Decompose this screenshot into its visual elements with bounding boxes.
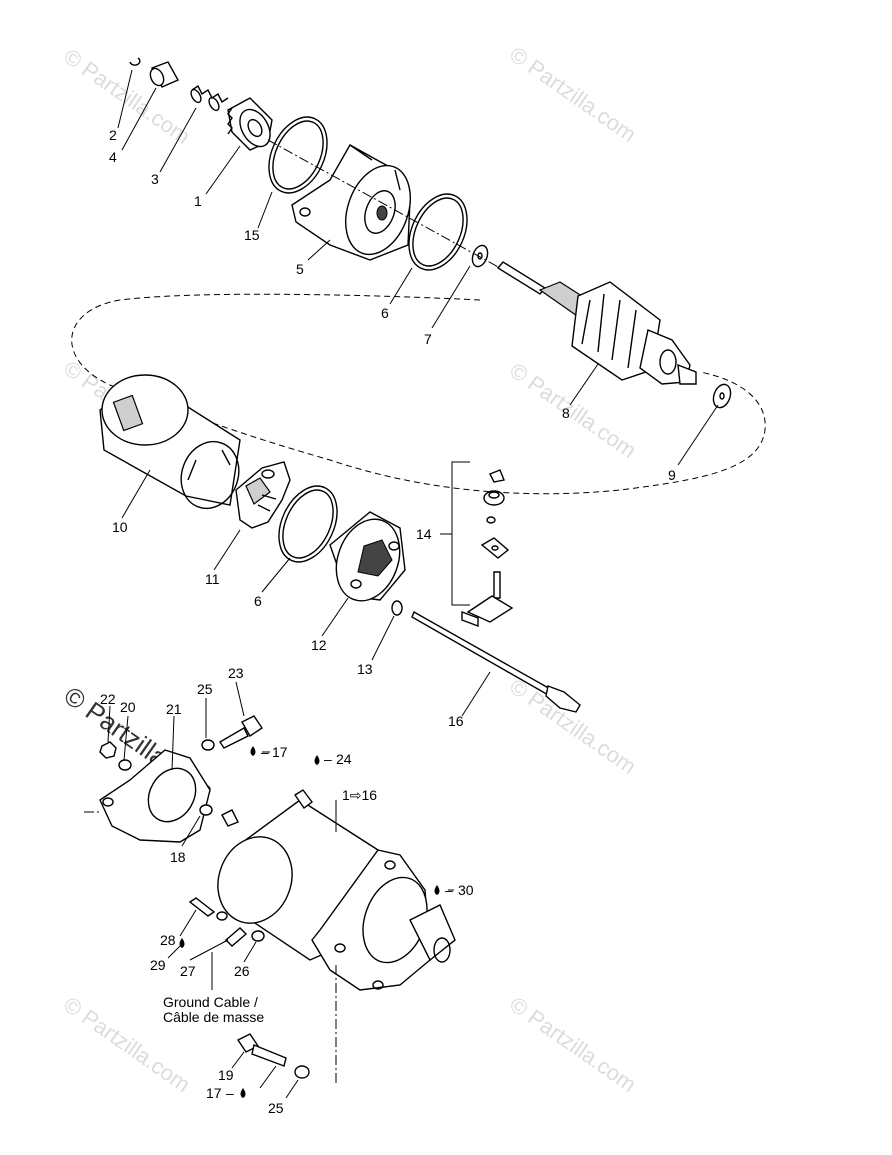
part-label: 13 xyxy=(357,661,373,677)
part-label: 21 xyxy=(166,701,182,717)
part-label: 6 xyxy=(381,305,389,321)
washer-shape xyxy=(199,804,213,816)
part-label: 10 xyxy=(112,519,128,535)
grease-drop-icon xyxy=(179,938,185,948)
clip-ring-shape xyxy=(129,57,141,66)
dash-separator: – xyxy=(445,882,453,898)
part-label: 2 xyxy=(109,127,117,143)
grease-drop-icon xyxy=(314,755,320,765)
part-label: 4 xyxy=(109,149,117,165)
yoke-assembly xyxy=(99,374,581,713)
part-label: 1 xyxy=(194,193,202,209)
part-label: 24 xyxy=(336,751,352,767)
part-label: 9 xyxy=(668,467,676,483)
lock-washer-shape xyxy=(251,930,265,942)
grease-drop-icon xyxy=(240,1088,246,1098)
bolt-shape xyxy=(219,715,263,749)
watermark: © Partzilla.com xyxy=(59,44,195,150)
washer-shape xyxy=(201,739,215,751)
part-label: 25 xyxy=(197,681,213,697)
leader-lines xyxy=(107,69,719,1099)
terminal-kit-shape xyxy=(440,461,514,628)
end-cap-shape xyxy=(329,511,406,602)
brush-plate-shape xyxy=(235,461,291,529)
dash-separator: – xyxy=(261,744,269,760)
part-label: 5 xyxy=(296,261,304,277)
washer-shape xyxy=(712,383,732,409)
part-label: 16 xyxy=(448,713,464,729)
bolt-shape xyxy=(188,897,216,917)
part-label: 15 xyxy=(244,227,260,243)
drive-assembly xyxy=(129,57,732,409)
spring-shape xyxy=(190,84,229,112)
washer-shape xyxy=(471,244,489,268)
o-ring-shape xyxy=(278,485,338,563)
ground-cable-label-en: Ground Cable / xyxy=(163,994,258,1010)
ground-cable-caption: Ground Cable / Câble de masse xyxy=(163,994,264,1025)
watermark: © Partzilla.com xyxy=(505,674,641,780)
part-label: 30 xyxy=(458,882,474,898)
part-label: 25 xyxy=(268,1100,284,1116)
nut-shape xyxy=(99,741,117,759)
part-label: 17 xyxy=(272,744,288,760)
dash-separator: – xyxy=(226,1085,234,1101)
collar-shape xyxy=(149,61,179,88)
part-label: 14 xyxy=(416,526,432,542)
armature-shape xyxy=(496,261,697,385)
part-label: 20 xyxy=(120,699,136,715)
small-o-ring-shape xyxy=(391,600,403,616)
washer-shape xyxy=(118,759,132,771)
grease-drop-icon xyxy=(434,885,440,895)
drive-pinion-shape xyxy=(227,97,273,151)
starter-assembly xyxy=(84,715,456,1098)
part-label: 6 xyxy=(254,593,262,609)
part-label: 18 xyxy=(170,849,186,865)
grease-drop-icon xyxy=(250,746,256,756)
part-label: 7 xyxy=(424,331,432,347)
bolt-shape xyxy=(236,1033,287,1067)
drive-housing-shape xyxy=(291,144,411,261)
part-label: 28 xyxy=(160,932,176,948)
part-label: 12 xyxy=(311,637,327,653)
part-label: 23 xyxy=(228,665,244,681)
mounting-bracket-shape xyxy=(99,749,211,843)
washer-shape xyxy=(216,911,228,921)
part-label: 27 xyxy=(180,963,196,979)
dash-separator: – xyxy=(324,751,332,767)
starter-motor-shape xyxy=(217,789,456,991)
part-label: 8 xyxy=(562,405,570,421)
part-labels: 2 4 3 1 15 5 6 7 8 9 10 11 6 12 13 14 16… xyxy=(100,127,676,1116)
yoke-housing-shape xyxy=(99,374,241,510)
washer-shape xyxy=(294,1065,310,1079)
ground-cable-label-fr: Câble de masse xyxy=(163,1009,264,1025)
watermark: © Partzilla.com xyxy=(505,42,641,148)
assembly-outline xyxy=(71,293,766,495)
part-label: 3 xyxy=(151,171,159,187)
part-label: 26 xyxy=(234,963,250,979)
center-line xyxy=(267,139,501,269)
part-label: 1⇨16 xyxy=(342,787,377,803)
part-label: 17 xyxy=(206,1085,222,1101)
cable-terminal-shape xyxy=(224,927,248,947)
watermark: © Partzilla.com xyxy=(505,992,641,1098)
part-label: 11 xyxy=(205,571,220,587)
part-label: 19 xyxy=(218,1067,234,1083)
part-label: 29 xyxy=(150,957,166,973)
through-bolt-shape xyxy=(411,610,581,713)
part-label: 22 xyxy=(100,691,116,707)
